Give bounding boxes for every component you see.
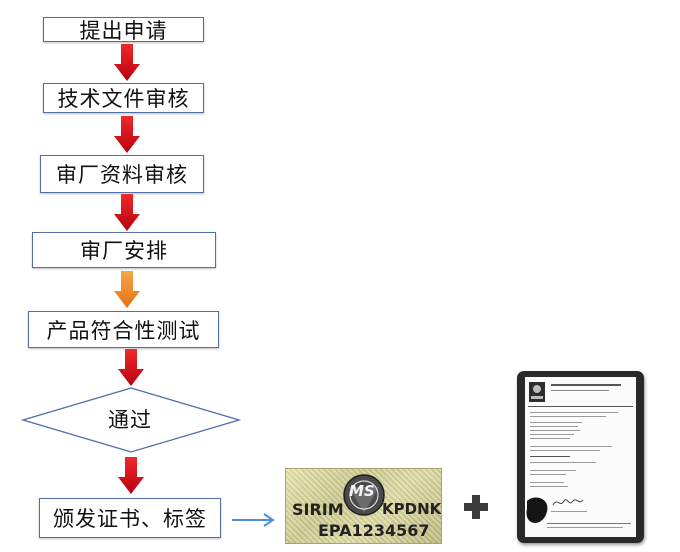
step-factory-audit-arrangement: 审厂安排 bbox=[32, 232, 216, 268]
cert-text-line bbox=[530, 474, 566, 475]
arrow-down-1 bbox=[113, 44, 141, 82]
connector-arrow-right bbox=[231, 510, 277, 530]
cert-text-line bbox=[530, 422, 582, 423]
cert-text-line bbox=[530, 462, 596, 463]
arrow-down-6 bbox=[117, 457, 145, 495]
step-submit-application-label: 提出申请 bbox=[80, 15, 168, 45]
cert-text-line bbox=[530, 446, 612, 447]
step-technical-document-review-label: 技术文件审核 bbox=[58, 83, 190, 113]
arrow-down-2 bbox=[113, 116, 141, 154]
step-factory-document-review-label: 审厂资料审核 bbox=[56, 159, 188, 189]
cert-text-line bbox=[530, 450, 600, 451]
arrow-down-5 bbox=[117, 349, 145, 387]
ink-seal-icon bbox=[525, 495, 549, 525]
certificate-emblem-icon bbox=[528, 381, 546, 403]
plus-icon bbox=[462, 493, 490, 521]
sticker-agency-text: KPDNKK bbox=[382, 500, 442, 518]
cert-text-line bbox=[530, 416, 606, 417]
step-product-conformity-test-label: 产品符合性测试 bbox=[47, 315, 201, 345]
step-issue-certificate-label: 颁发证书、标签 bbox=[39, 498, 221, 538]
cert-text-line bbox=[530, 430, 580, 431]
sticker-logo-text: MS bbox=[349, 482, 375, 500]
cert-text-line bbox=[530, 438, 570, 439]
step-technical-document-review: 技术文件审核 bbox=[43, 83, 204, 113]
arrow-down-3 bbox=[113, 194, 141, 232]
certificate-document-icon bbox=[517, 371, 644, 543]
cert-rule bbox=[528, 406, 633, 407]
cert-header-line-1 bbox=[551, 384, 621, 386]
cert-header-line-2 bbox=[551, 390, 609, 391]
step-product-conformity-test: 产品符合性测试 bbox=[28, 311, 219, 348]
cert-text-line bbox=[530, 486, 568, 487]
cert-text-line bbox=[530, 412, 618, 413]
cert-text-line bbox=[530, 426, 578, 427]
sirim-label-sticker: MS SIRIM KPDNKK EPA1234567 bbox=[285, 468, 442, 544]
step-factory-audit-arrangement-label: 审厂安排 bbox=[80, 235, 168, 265]
certificate-paper bbox=[525, 377, 636, 537]
cert-footer-line bbox=[547, 523, 631, 524]
step-submit-application: 提出申请 bbox=[43, 17, 204, 42]
step-issue-certificate-label-text: 颁发证书、标签 bbox=[53, 503, 207, 533]
sticker-brand-text: SIRIM bbox=[292, 500, 344, 519]
arrow-down-4 bbox=[113, 271, 141, 309]
cert-text-line bbox=[530, 456, 570, 457]
cert-footer-line bbox=[547, 527, 623, 528]
cert-signature-line bbox=[551, 511, 587, 512]
decision-pass-label: 通过 bbox=[22, 390, 238, 448]
sticker-serial-number: EPA1234567 bbox=[318, 521, 430, 540]
signature-icon bbox=[551, 495, 585, 509]
cert-text-line bbox=[530, 470, 576, 471]
cert-text-line bbox=[530, 482, 564, 483]
step-factory-document-review: 审厂资料审核 bbox=[40, 155, 204, 193]
cert-text-line bbox=[530, 434, 574, 435]
